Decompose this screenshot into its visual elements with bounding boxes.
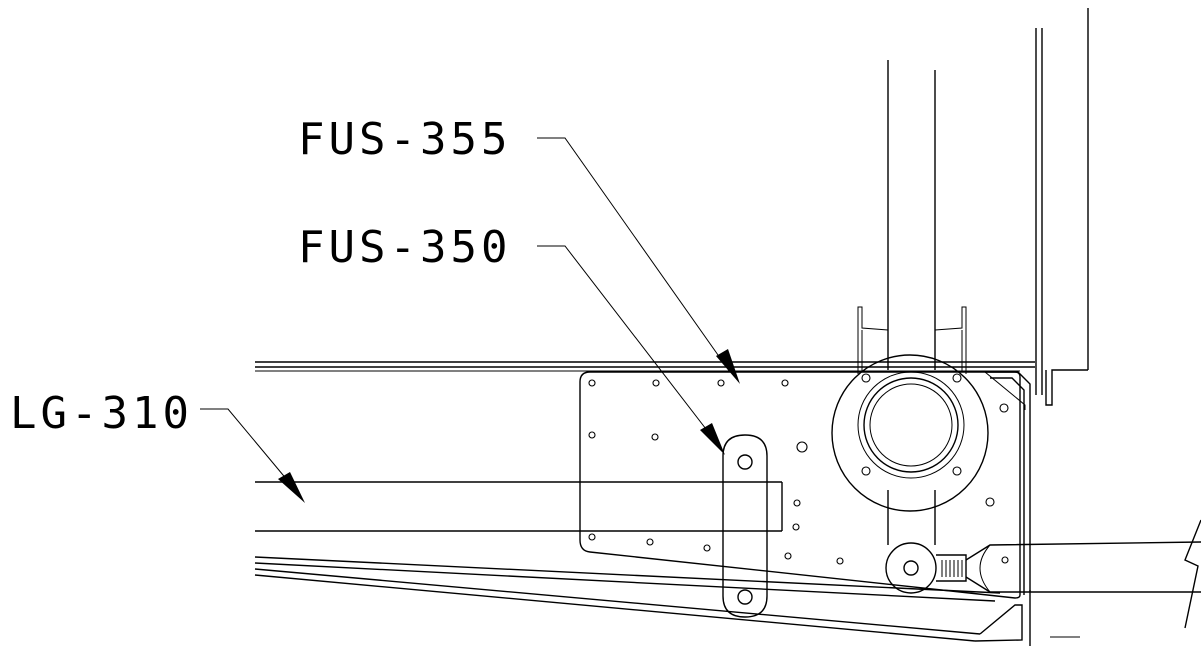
plate-rivet-holes [588,379,1009,565]
lower-longeron [254,556,1080,646]
strut-tabs [857,306,967,383]
callout-fus-350-label: FUS-350 [298,222,511,273]
callout-lg-310-label: LG-310 [10,388,193,439]
threaded-rod-end [941,560,963,577]
leader-fus-355 [537,137,740,384]
gear-leg-lg-310 [255,481,783,532]
link-fus-350 [722,434,768,618]
leader-lg-310 [200,408,305,503]
vertical-struts [887,8,1089,406]
tube-fitting [831,354,989,512]
leader-fus-350 [537,245,725,455]
callout-fus-355-label: FUS-355 [298,114,511,165]
actuator-link [885,490,1201,629]
upper-longeron [255,361,1035,372]
plate-fus-355 [579,371,1021,599]
